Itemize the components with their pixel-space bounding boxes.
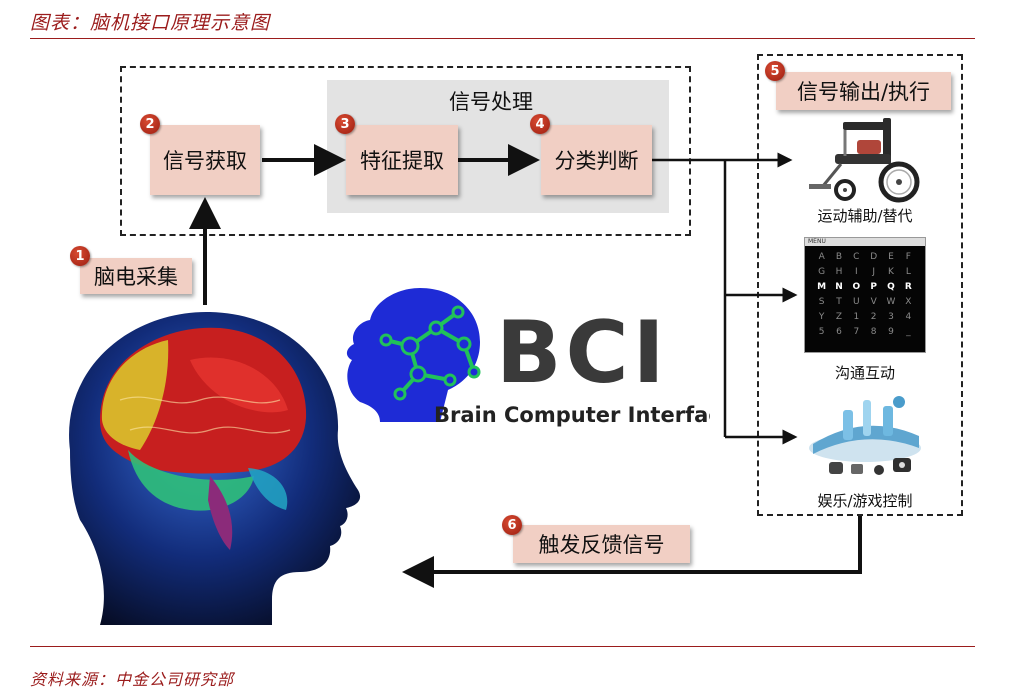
step-feedback-signal-label: 触发反馈信号 xyxy=(538,533,665,557)
step-badge-2: 2 xyxy=(140,114,160,134)
step-feature-extraction: 特征提取 xyxy=(346,125,458,195)
output-motor-caption: 运动辅助/替代 xyxy=(817,207,913,225)
speller-cell: E xyxy=(888,252,894,262)
speller-cell: R xyxy=(904,282,912,292)
speller-cell: 2 xyxy=(870,312,877,322)
arrow-feedback xyxy=(402,516,862,588)
step-signal-acquisition-label: 信号获取 xyxy=(163,149,247,173)
speller-cell: Y xyxy=(818,312,825,322)
logo-tagline: Brain Computer Interface xyxy=(434,403,710,427)
output-panel xyxy=(757,54,963,516)
human-head-brain-illustration xyxy=(69,311,361,625)
step-feature-extraction-label: 特征提取 xyxy=(360,149,444,173)
speller-cell: U xyxy=(853,297,860,307)
output-entertainment-caption: 娱乐/游戏控制 xyxy=(817,492,913,510)
speller-cell: C xyxy=(853,252,860,262)
output-panel-title-box: 信号输出/执行 xyxy=(776,72,951,110)
speller-cell: O xyxy=(852,282,861,292)
footer-divider xyxy=(30,646,975,647)
speller-cell: V xyxy=(870,297,877,307)
title-divider xyxy=(30,38,975,39)
source-note: 资料来源：中金公司研究部 xyxy=(30,670,235,689)
step-classification: 分类判断 xyxy=(541,125,652,195)
speller-cell: Z xyxy=(835,312,843,322)
bci-logo: BCI Brain Computer Interface xyxy=(346,288,710,427)
arrow-classify-to-outputs xyxy=(652,152,798,445)
speller-cell: 7 xyxy=(853,327,860,337)
logo-acronym: BCI xyxy=(496,303,669,403)
speller-cell: G xyxy=(818,267,826,277)
speller-cell: F xyxy=(905,252,911,262)
speller-cell: T xyxy=(836,297,842,307)
speller-cell: L xyxy=(905,267,911,277)
wheelchair-icon xyxy=(809,118,920,203)
speller-cell: A xyxy=(818,252,825,262)
speller-cell: X xyxy=(905,297,912,307)
step-badge-6: 6 xyxy=(502,515,522,535)
processing-panel-title: 信号处理 xyxy=(449,90,533,114)
output-communication-caption: 沟通互动 xyxy=(834,364,895,382)
speller-cell: 6 xyxy=(836,327,842,337)
speller-cell: H xyxy=(835,267,843,277)
step-badge-5: 5 xyxy=(765,61,785,81)
game-device-icon xyxy=(809,396,921,475)
speller-cell: 3 xyxy=(888,312,894,322)
output-panel-title: 信号输出/执行 xyxy=(796,80,931,104)
speller-cell: 8 xyxy=(870,327,877,337)
speller-cell: J xyxy=(872,267,875,277)
step-feedback-signal: 触发反馈信号 xyxy=(513,525,690,563)
speller-header: MENU xyxy=(805,238,925,246)
step-classification-label: 分类判断 xyxy=(554,149,639,173)
step-badge-3: 3 xyxy=(335,114,355,134)
speller-cell: 1 xyxy=(853,312,860,322)
speller-cell: D xyxy=(870,252,878,262)
speller-cell: P xyxy=(870,282,877,292)
step-badge-4: 4 xyxy=(530,114,550,134)
speller-cell: B xyxy=(835,252,843,262)
step-signal-acquisition: 信号获取 xyxy=(150,125,260,195)
processing-panel xyxy=(120,66,691,236)
step-eeg-collection: 脑电采集 xyxy=(80,258,192,294)
speller-cell: _ xyxy=(906,327,911,337)
step-badge-1: 1 xyxy=(70,246,90,266)
speller-cell: W xyxy=(886,297,896,307)
speller-cell: 4 xyxy=(905,312,912,322)
speller-cell: 9 xyxy=(888,327,894,337)
speller-cell: M xyxy=(817,282,827,292)
speller-cell: I xyxy=(855,267,858,277)
speller-cell: N xyxy=(835,282,843,292)
speller-cell: 5 xyxy=(818,327,825,337)
step-eeg-collection-label: 脑电采集 xyxy=(94,265,178,289)
speller-cell: Q xyxy=(887,282,895,292)
speller-cell: S xyxy=(818,297,825,307)
speller-cell: K xyxy=(888,267,894,277)
figure-title: 图表：脑机接口原理示意图 xyxy=(30,12,271,34)
